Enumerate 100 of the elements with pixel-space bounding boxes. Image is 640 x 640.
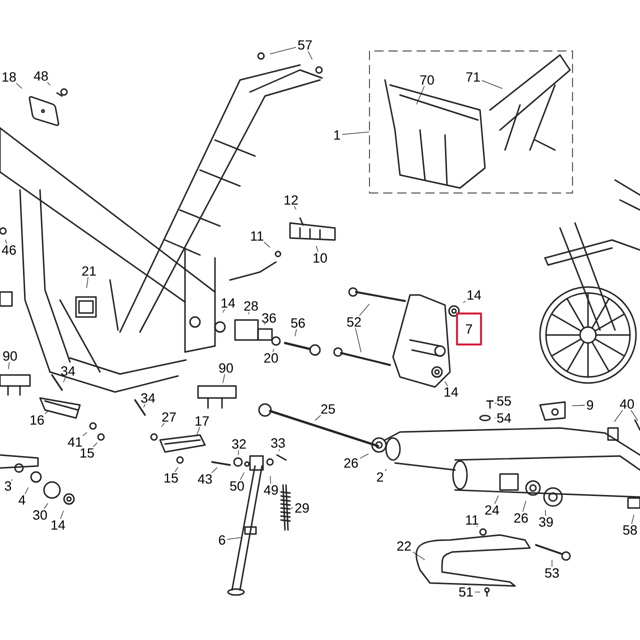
leader-line bbox=[143, 404, 146, 408]
leader-line bbox=[174, 467, 178, 472]
callout-number: 30 bbox=[33, 510, 47, 520]
callout-number: 49 bbox=[264, 485, 278, 495]
leader-line bbox=[308, 51, 312, 60]
callout-number: 11 bbox=[466, 515, 478, 525]
callout-number: 14 bbox=[222, 298, 236, 308]
callout-number: 55 bbox=[497, 396, 511, 406]
callout-number: 14 bbox=[468, 290, 482, 300]
callout-number: 21 bbox=[82, 266, 96, 276]
callout-number: 39 bbox=[539, 517, 553, 527]
callout-number: 43 bbox=[198, 474, 212, 484]
leader-line bbox=[630, 410, 638, 421]
leader-line bbox=[5, 240, 8, 244]
callout-number: 2 bbox=[376, 472, 384, 482]
leader-line bbox=[227, 537, 242, 540]
callout-number: 1 bbox=[334, 130, 340, 140]
leader-line bbox=[494, 402, 496, 404]
leader-line bbox=[294, 329, 297, 336]
callout-number: 6 bbox=[218, 535, 226, 545]
leader-line bbox=[270, 476, 271, 484]
leader-line bbox=[272, 348, 274, 352]
leader-line bbox=[384, 468, 387, 471]
callout-number: 32 bbox=[232, 439, 246, 449]
leader-line bbox=[544, 510, 546, 516]
highlighted-callout-number: 7 bbox=[456, 312, 482, 346]
leader-line bbox=[314, 415, 321, 421]
leader-line bbox=[614, 410, 623, 422]
leader-line bbox=[572, 404, 585, 406]
callout-number: 25 bbox=[321, 404, 335, 414]
leader-line bbox=[196, 426, 200, 436]
callout-number: 90 bbox=[3, 351, 17, 361]
callout-number: 48 bbox=[34, 71, 48, 81]
leader-line bbox=[16, 83, 22, 89]
callout-number: 26 bbox=[514, 513, 528, 523]
leader-line bbox=[444, 381, 448, 386]
callout-number: 51 bbox=[459, 587, 473, 597]
leader-line bbox=[360, 454, 369, 459]
leader-line bbox=[44, 410, 50, 414]
leader-line bbox=[60, 510, 64, 520]
leader-line bbox=[8, 362, 10, 370]
callout-number: 34 bbox=[141, 393, 156, 403]
callout-number: 20 bbox=[264, 353, 278, 363]
callout-number: 28 bbox=[244, 301, 258, 311]
callout-number: 15 bbox=[164, 473, 178, 483]
leader-line bbox=[416, 86, 425, 104]
leader-line bbox=[63, 377, 66, 382]
leader-line bbox=[270, 47, 296, 54]
leader-line bbox=[44, 503, 48, 509]
callout-number: 33 bbox=[271, 438, 285, 448]
leader-line bbox=[355, 328, 362, 352]
leader-line bbox=[278, 449, 280, 452]
leader-line bbox=[412, 552, 425, 560]
leader-line bbox=[463, 300, 466, 303]
leader-line bbox=[238, 450, 239, 456]
callout-number: 90 bbox=[219, 363, 233, 373]
leader-line bbox=[264, 242, 270, 248]
callout-number: 10 bbox=[314, 253, 327, 263]
callout-number: 40 bbox=[620, 399, 634, 409]
leader-line bbox=[482, 80, 502, 89]
callout-number: 24 bbox=[485, 505, 500, 515]
callout-number: 15 bbox=[80, 448, 94, 458]
callout-number: 58 bbox=[623, 525, 637, 535]
leader-line bbox=[631, 514, 634, 524]
leader-line bbox=[222, 374, 225, 384]
leader-line bbox=[294, 206, 296, 210]
callout-number: 71 bbox=[466, 72, 480, 82]
leader-line bbox=[93, 442, 98, 447]
callout-number: 26 bbox=[344, 458, 358, 468]
leader-line bbox=[212, 468, 218, 473]
leader-line bbox=[264, 321, 267, 325]
callout-number: 70 bbox=[420, 75, 434, 85]
callout-number: 57 bbox=[298, 40, 312, 50]
leader-line bbox=[522, 500, 526, 512]
leader-line bbox=[316, 246, 318, 252]
callout-number: 14 bbox=[444, 387, 458, 397]
callout-number: 56 bbox=[291, 318, 305, 328]
callout-number: 41 bbox=[68, 437, 82, 447]
callout-number: 29 bbox=[295, 503, 309, 513]
callout-number: 50 bbox=[230, 481, 244, 491]
callout-number: 14 bbox=[52, 520, 66, 530]
callout-number: 52 bbox=[347, 317, 361, 327]
callout-number: 12 bbox=[284, 195, 298, 205]
callout-number: 34 bbox=[61, 366, 76, 376]
leader-line bbox=[24, 487, 28, 494]
callout-number: 18 bbox=[2, 72, 16, 82]
callout-number: 22 bbox=[397, 541, 411, 551]
leader-line bbox=[359, 304, 370, 316]
leader-line bbox=[86, 277, 88, 288]
callout-number: 36 bbox=[262, 313, 276, 323]
leader-line bbox=[161, 423, 164, 427]
leader-line bbox=[240, 472, 244, 480]
leader-line bbox=[222, 308, 225, 313]
dashed-frame bbox=[368, 50, 574, 194]
callout-number: 3 bbox=[4, 481, 12, 491]
callout-number: 46 bbox=[2, 245, 16, 255]
callout-number: 54 bbox=[497, 413, 512, 423]
callout-number: 53 bbox=[545, 568, 559, 578]
callout-number: 17 bbox=[196, 416, 209, 426]
connector-line bbox=[342, 132, 370, 135]
